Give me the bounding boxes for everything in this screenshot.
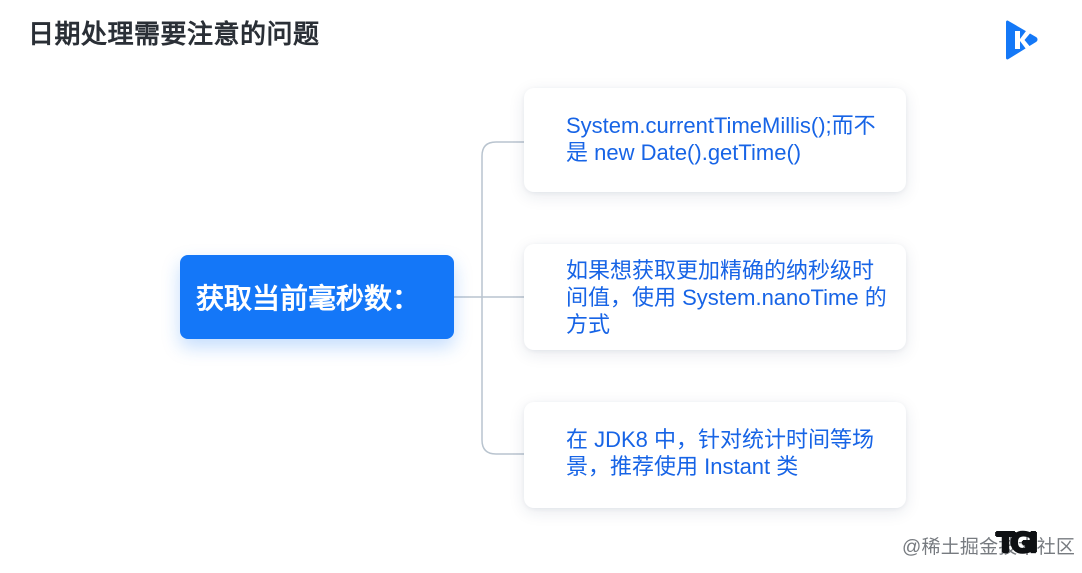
branch-card-nano-time: 如果想获取更加精确的纳秒级时间值，使用 System.nanoTime 的方式 xyxy=(524,244,906,350)
k-logo-icon xyxy=(1006,20,1038,60)
branch-card-current-millis: System.currentTimeMillis();而不是 new Date(… xyxy=(524,88,906,192)
branch-card-instant: 在 JDK8 中，针对统计时间等场景，推荐使用 Instant 类 xyxy=(524,402,906,508)
branch-card-text: 在 JDK8 中，针对统计时间等场景，推荐使用 Instant 类 xyxy=(566,427,875,479)
central-topic-node: 获取当前毫秒数： xyxy=(180,255,454,339)
branch-card-text: 如果想获取更加精确的纳秒级时间值，使用 System.nanoTime 的方式 xyxy=(566,258,887,337)
page-title: 日期处理需要注意的问题 xyxy=(28,19,320,49)
tgi-watermark-icon: TGI xyxy=(996,526,1039,559)
connector-branch-bottom xyxy=(481,297,524,455)
connector-branch-top xyxy=(481,141,524,297)
watermark-text: @稀土掘金技术社区 xyxy=(902,537,1076,558)
central-topic-label: 获取当前毫秒数： xyxy=(196,283,421,314)
branch-card-text: System.currentTimeMillis();而不是 new Date(… xyxy=(566,113,876,165)
